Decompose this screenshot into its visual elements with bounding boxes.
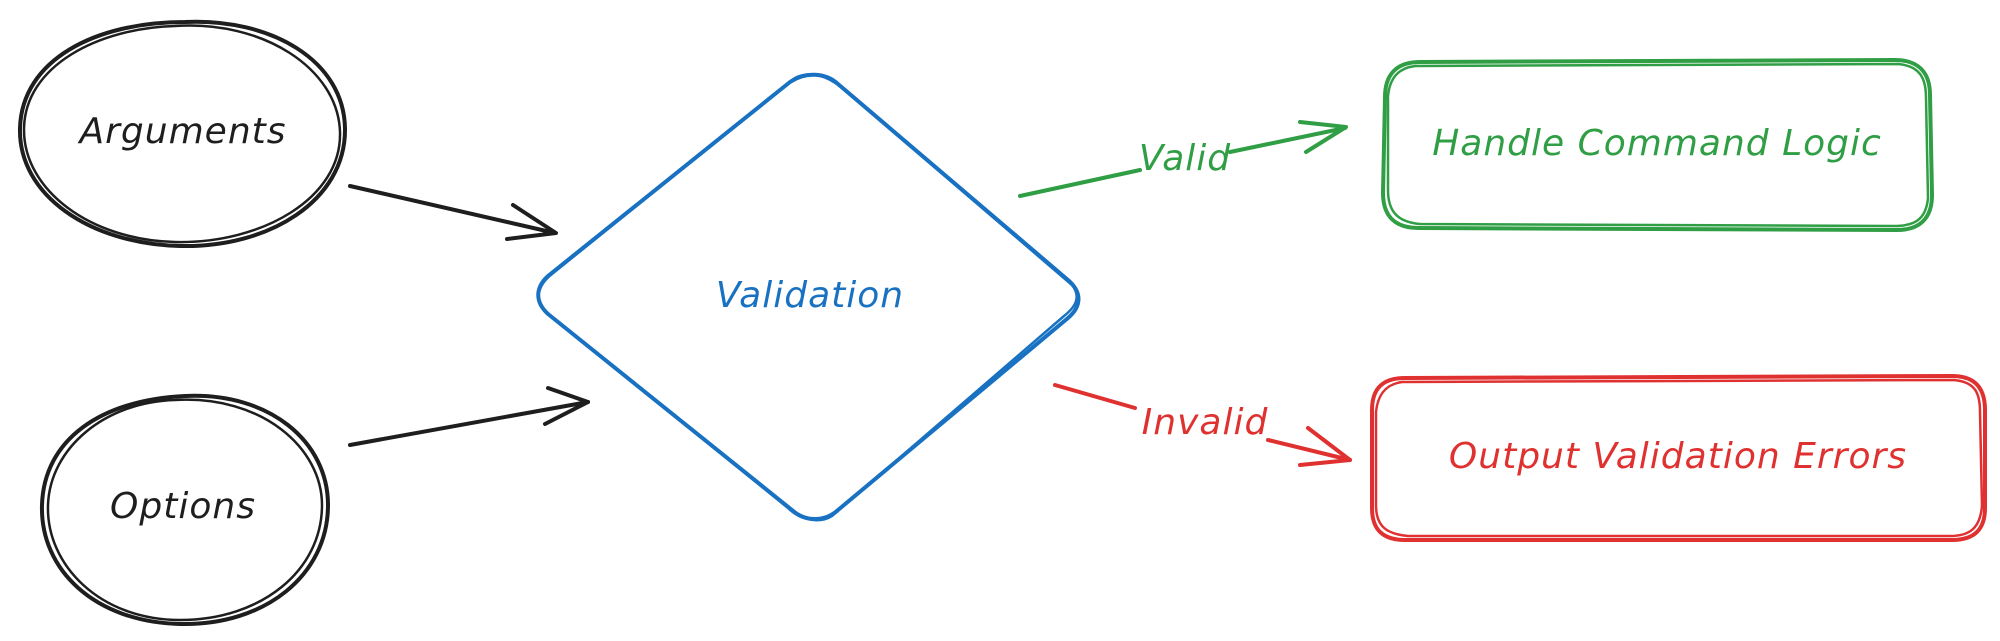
options-label: Options xyxy=(110,486,256,527)
arrow-shaft-b xyxy=(1266,438,1352,462)
handle-box xyxy=(1381,58,1934,232)
arrow-head xyxy=(1298,120,1348,154)
arrow-shaft-b xyxy=(1228,126,1347,154)
arrow-head xyxy=(505,203,558,241)
errors-box xyxy=(1370,374,1987,542)
handle-label: Handle Command Logic xyxy=(1432,123,1882,164)
validation-diamond-sketch xyxy=(537,73,1078,522)
edge-arguments-to-validation xyxy=(348,184,558,241)
node-arguments[interactable]: Arguments xyxy=(17,19,347,249)
node-validation[interactable]: Validation xyxy=(536,72,1081,522)
edge-invalid-label: Invalid xyxy=(1142,402,1269,443)
errors-label: Output Validation Errors xyxy=(1449,436,1907,477)
options-ellipse-sketch xyxy=(46,398,324,622)
edge-valid: Valid xyxy=(1018,120,1348,198)
edge-valid-label: Valid xyxy=(1139,138,1231,179)
validation-label: Validation xyxy=(716,275,904,316)
arrow-shaft-a xyxy=(1053,383,1137,410)
arrow-shaft xyxy=(348,184,557,235)
arrow-shaft xyxy=(348,400,590,447)
node-options[interactable]: Options xyxy=(39,393,330,627)
arguments-ellipse-sketch xyxy=(22,24,342,244)
arguments-label: Arguments xyxy=(78,111,287,152)
arguments-ellipse xyxy=(17,19,347,249)
options-ellipse xyxy=(39,393,330,627)
edge-invalid: Invalid xyxy=(1053,383,1352,467)
arrow-head xyxy=(543,386,590,426)
handle-box-sketch xyxy=(1386,62,1930,228)
arrow-head xyxy=(1298,426,1352,467)
node-handle-command-logic[interactable]: Handle Command Logic xyxy=(1381,58,1934,232)
node-output-validation-errors[interactable]: Output Validation Errors xyxy=(1370,374,1987,542)
edge-options-to-validation xyxy=(348,386,590,447)
errors-box-sketch xyxy=(1374,378,1984,538)
arrow-shaft-a xyxy=(1018,168,1142,198)
